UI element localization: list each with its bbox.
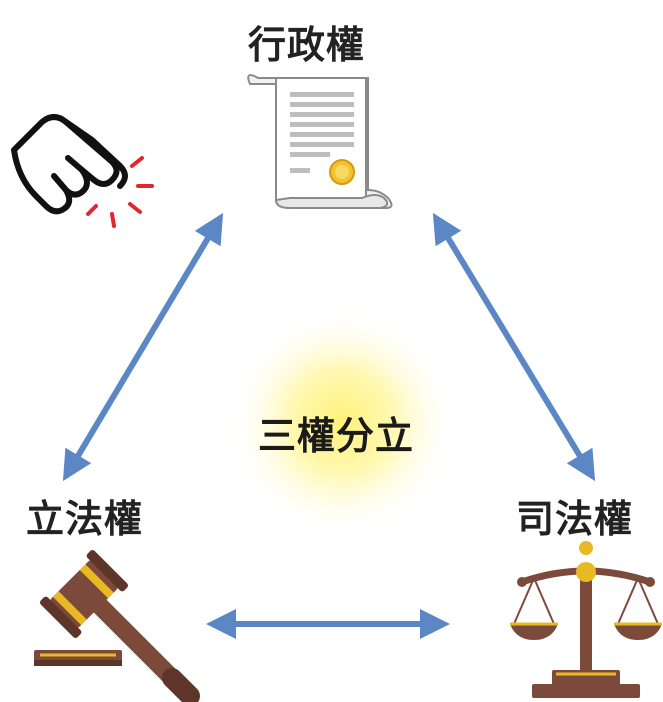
judicial-label: 司法權: [516, 497, 634, 541]
arrow-executive-judicial: [432, 212, 596, 482]
center-title: 三權分立: [258, 414, 415, 458]
executive-label: 行政權: [248, 23, 366, 67]
document-scroll-icon: [247, 74, 393, 209]
scales-icon: [510, 541, 662, 698]
arrow-executive-legislative: [62, 212, 224, 482]
click-burst-icon: [86, 156, 154, 228]
gavel-icon: [34, 549, 200, 702]
center-glow: [227, 307, 457, 537]
pointing-hand-icon: [11, 114, 128, 215]
legislative-label: 立法權: [26, 497, 144, 541]
